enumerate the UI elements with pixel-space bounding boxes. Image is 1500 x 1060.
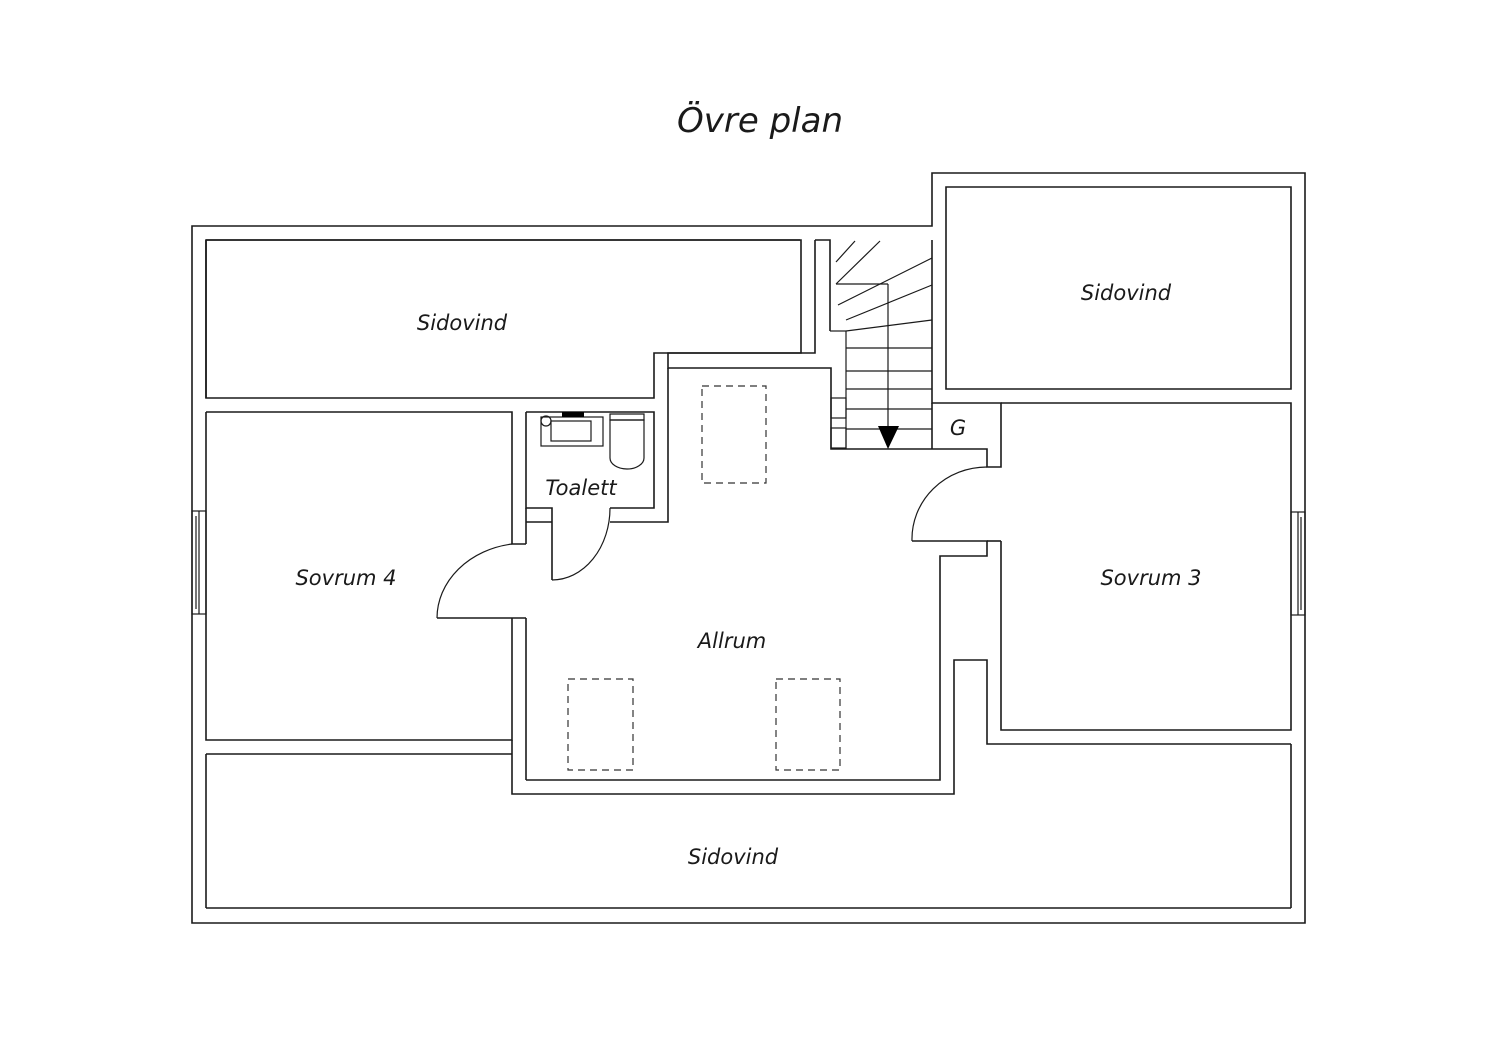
room-label-sidovind-top-right: Sidovind (1081, 281, 1172, 305)
room-label-toalett: Toalett (545, 476, 617, 500)
allrum-walls (511, 466, 1291, 795)
room-label-sidovind-bottom: Sidovind (688, 845, 779, 869)
staircase (830, 240, 933, 449)
skylight-top (701, 385, 767, 484)
plan-title: Övre plan (677, 100, 843, 141)
arrow-down-icon (878, 426, 899, 449)
sidovind-bottom-walls (205, 744, 1292, 908)
skylight-bottom-right (775, 678, 841, 771)
room-label-allrum: Allrum (696, 629, 766, 653)
sidovind-top-left-outline (205, 239, 802, 399)
sink-icon (540, 412, 604, 447)
toalett-walls (525, 368, 669, 581)
toilet-icon (609, 413, 645, 470)
sovrum-3-walls (987, 402, 1292, 731)
room-label-sovrum-4: Sovrum 4 (295, 566, 396, 590)
skylight-bottom-left (567, 678, 634, 771)
sovrum-4-walls (205, 411, 527, 780)
room-label-g: G (950, 416, 966, 440)
stair-walls (667, 239, 1002, 468)
window-right (1290, 511, 1306, 616)
room-label-sidovind-top-left: Sidovind (417, 311, 508, 335)
room-label-sovrum-3: Sovrum 3 (1100, 566, 1201, 590)
window-left (191, 510, 207, 615)
